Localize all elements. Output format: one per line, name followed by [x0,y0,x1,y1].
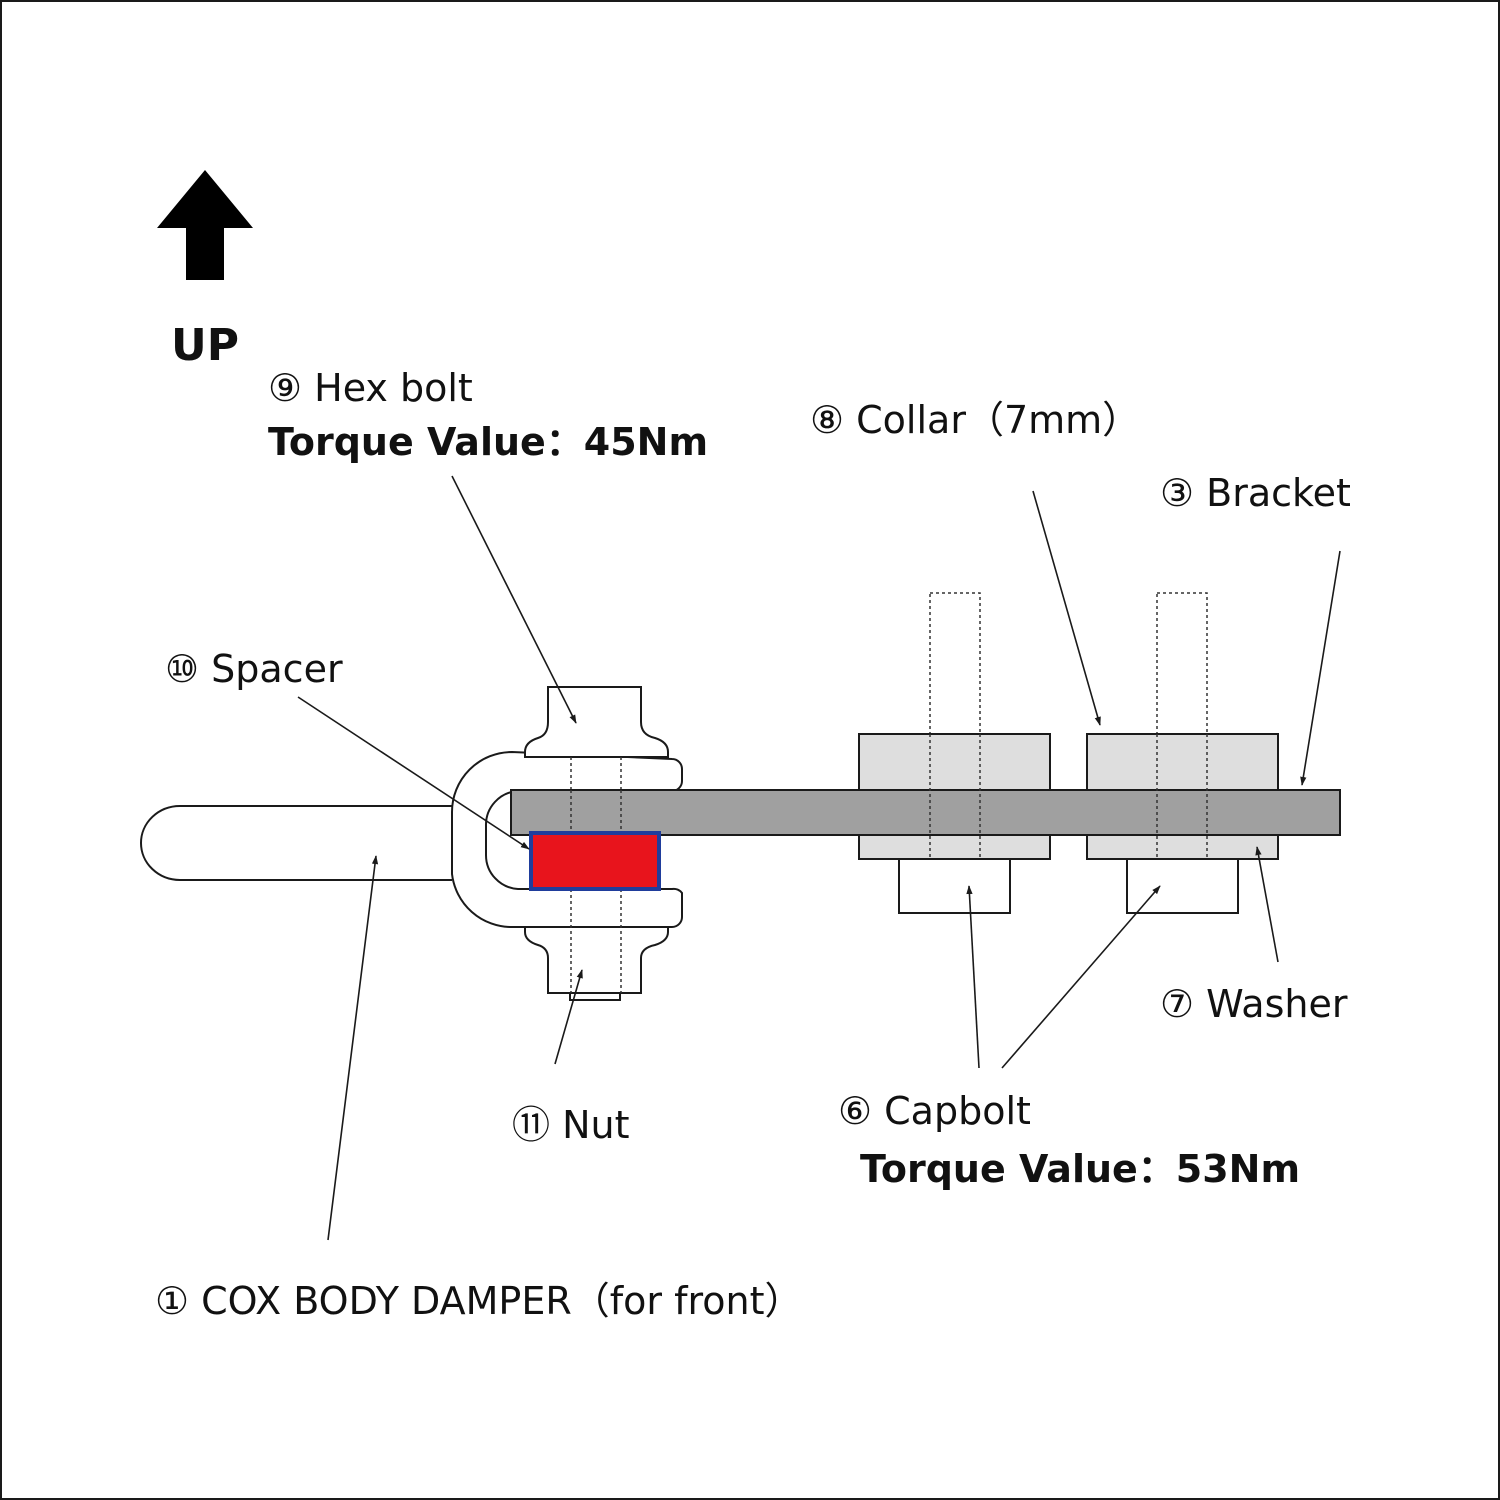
label-capbolt-torque: Torque Value：53Nm [860,1147,1300,1191]
leader-bracket [1300,550,1341,786]
washer-right [1086,834,1279,860]
label-spacer: ⑩ Spacer [165,647,343,691]
label-collar: ⑧ Collar（7mm） [810,398,1140,442]
label-nut: ⑪ Nut [512,1103,630,1147]
label-bracket: ③ Bracket [1160,471,1351,515]
leader-hex-bolt [451,475,577,724]
label-hex-bolt: ⑨ Hex bolt [268,366,473,410]
collar-left [858,733,1051,792]
leader-capbolt-right [1001,885,1161,1069]
leader-capbolt-left [966,885,980,1069]
leader-damper [327,855,379,1241]
leader-spacer [297,696,530,850]
leader-collar [1032,490,1101,726]
label-damper: ① COX BODY DAMPER（for front） [155,1279,803,1323]
capbolt-head-left [898,858,1011,914]
collar-right [1086,733,1279,792]
leader-washer [1255,846,1279,963]
up-arrow-icon [157,170,253,280]
bracket-bar [510,789,1341,836]
leader-nut [554,969,583,1065]
bolt-tip [569,992,621,1001]
washer-left [858,834,1051,860]
label-capbolt: ⑥ Capbolt [838,1089,1031,1133]
spacer [529,831,661,891]
label-hex-bolt-torque: Torque Value：45Nm [268,420,708,464]
label-washer: ⑦ Washer [1160,982,1348,1026]
capbolt-head-right [1126,858,1239,914]
up-label: UP [171,320,239,371]
nut-body [524,926,669,994]
hex-bolt-head [524,686,669,758]
